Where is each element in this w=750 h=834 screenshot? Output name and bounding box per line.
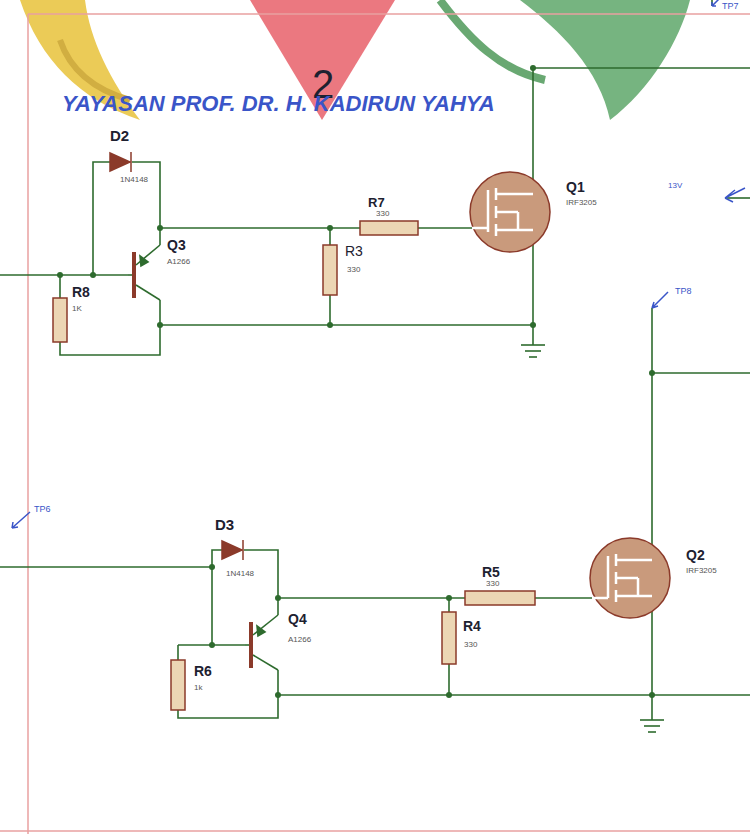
part-value: A1266 <box>167 258 190 267</box>
part-value: 330 <box>486 580 499 589</box>
probe-name: TP6 <box>34 505 51 515</box>
part-name: R6 <box>194 664 212 679</box>
part-value: A1266 <box>288 636 311 645</box>
part-name: R3 <box>345 244 363 259</box>
part-name: D2 <box>110 128 129 145</box>
ground-symbols <box>521 345 664 732</box>
probe-name: 13V <box>668 182 682 191</box>
wires <box>0 0 750 720</box>
part-value: 1N4148 <box>226 570 254 579</box>
part-value: 330 <box>376 210 389 219</box>
part-name: R8 <box>72 285 90 300</box>
part-name: Q1 <box>566 180 585 195</box>
probe-symbols <box>12 0 745 528</box>
part-name: D3 <box>215 517 234 534</box>
part-value: 330 <box>464 641 477 650</box>
diode-symbols <box>110 152 243 560</box>
mosfet-symbols <box>470 172 670 618</box>
part-value: 1k <box>194 684 202 693</box>
probe-name: TP7 <box>722 2 739 12</box>
part-name: Q4 <box>288 612 307 627</box>
part-value: 1K <box>72 305 82 314</box>
logo-watermark <box>20 0 690 120</box>
part-name: R5 <box>482 565 500 580</box>
part-name: R4 <box>463 619 481 634</box>
watermark-text: YAYASAN PROF. DR. H. KADIRUN YAHYA <box>62 92 495 116</box>
part-value: IRF3205 <box>566 199 597 208</box>
part-value: IRF3205 <box>686 567 717 576</box>
part-value: 1N4148 <box>120 176 148 185</box>
part-name: Q3 <box>167 238 186 253</box>
part-name: R7 <box>368 196 385 210</box>
part-name: Q2 <box>686 548 705 563</box>
pnp-transistors <box>128 228 278 695</box>
junction-dots <box>57 65 655 698</box>
resistor-symbols <box>53 221 535 710</box>
probe-name: TP8 <box>675 287 692 297</box>
part-value: 330 <box>347 266 360 275</box>
